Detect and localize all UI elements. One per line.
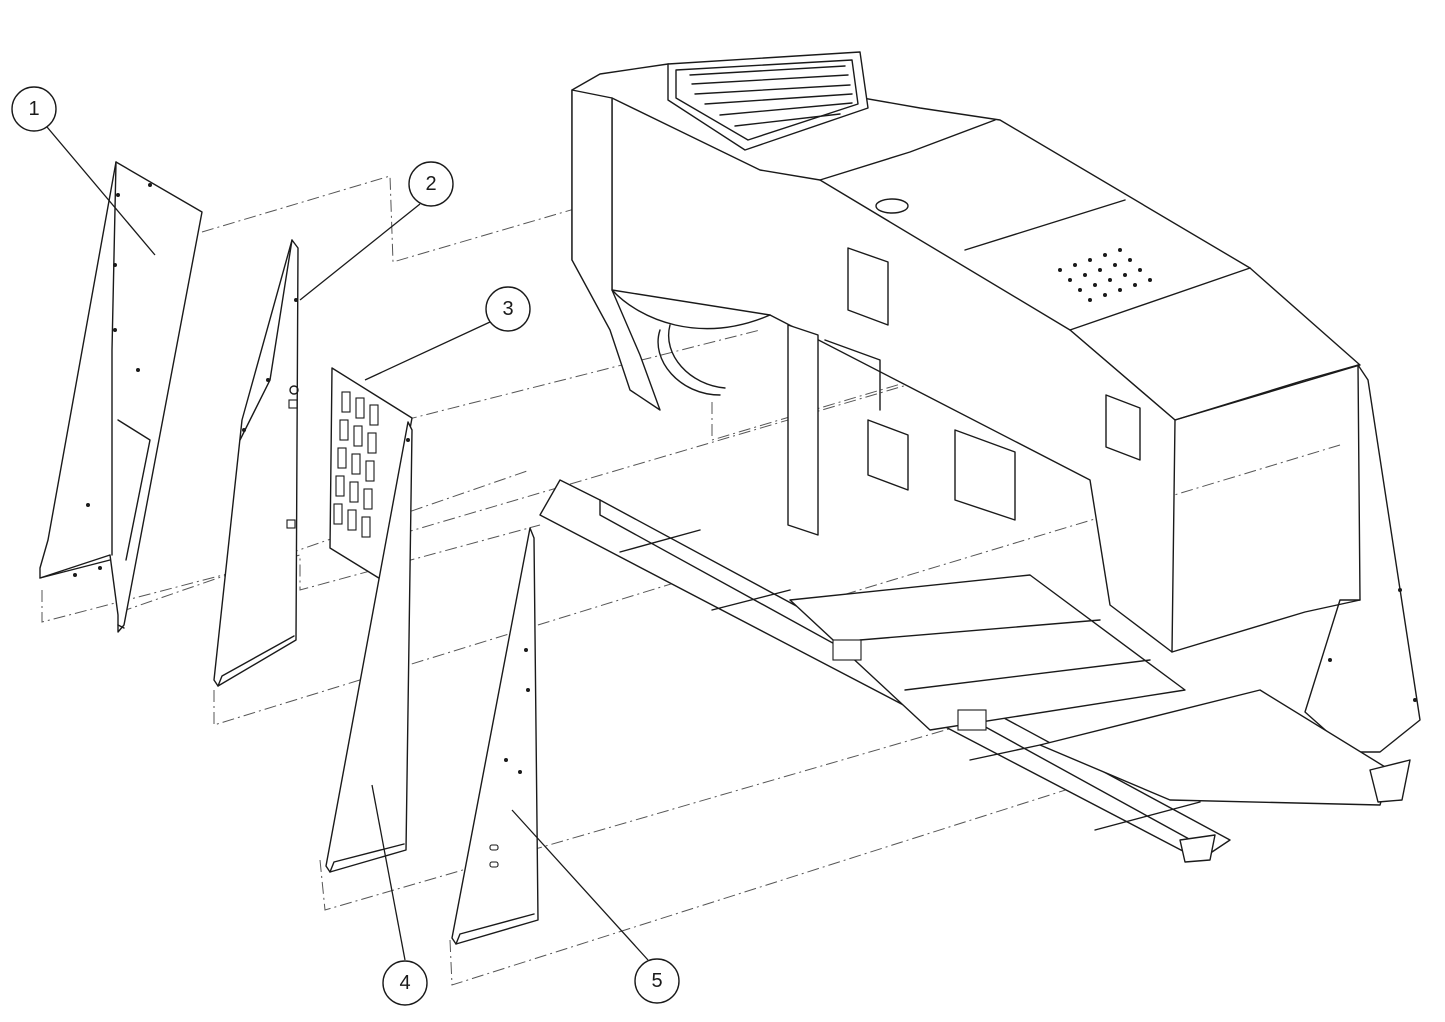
part-1-side-panel — [39, 161, 203, 633]
leader-lines — [46, 126, 649, 961]
part-5-gusset-panel — [451, 527, 539, 945]
callout-2-label: 2 — [425, 173, 436, 195]
callout-3: 3 — [485, 286, 531, 332]
callout-2: 2 — [408, 161, 454, 207]
callout-4: 4 — [382, 960, 428, 1006]
main-housing — [571, 51, 1421, 753]
vent-slots — [333, 391, 379, 538]
callout-1: 1 — [11, 86, 57, 132]
part-4-side-panel — [325, 421, 413, 873]
base-frame — [539, 479, 1411, 863]
part-2-side-panel — [213, 239, 299, 687]
callout-3-label: 3 — [502, 298, 513, 320]
top-vent-slots — [689, 65, 853, 127]
callout-5: 5 — [634, 958, 680, 1004]
callout-1-label: 1 — [28, 98, 39, 120]
callout-4-label: 4 — [399, 972, 410, 994]
explosion-guide-lines — [41, 175, 1341, 986]
deck-perforations — [1058, 248, 1152, 302]
callout-5-label: 5 — [651, 970, 662, 992]
